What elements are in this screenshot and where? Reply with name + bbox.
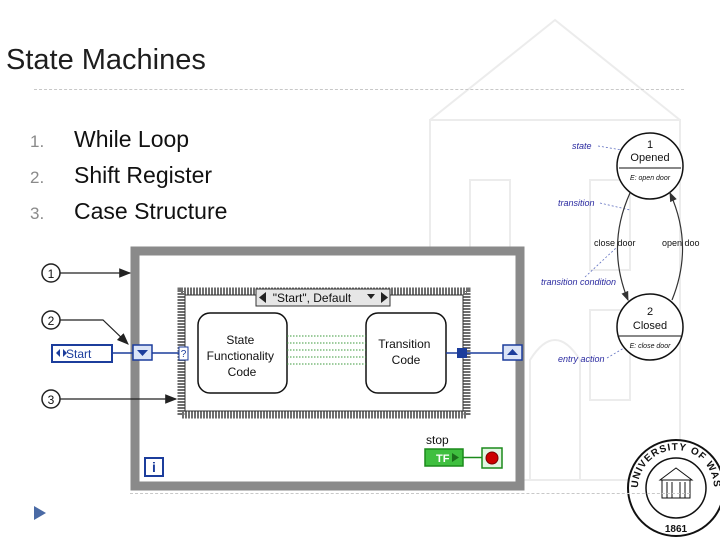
transition-condition-label: transition condition	[541, 277, 616, 287]
footer-divider	[130, 493, 690, 494]
callout-1-label: 1	[48, 267, 55, 281]
case-selector-terminal	[178, 346, 189, 361]
callout-2: 2	[41, 310, 129, 345]
next-slide-icon[interactable]	[34, 506, 46, 520]
list-item: 1.While Loop	[30, 126, 190, 152]
state-1-entry: E: open door	[630, 175, 671, 182]
svg-text:Transition Code: Transition Code	[378, 337, 434, 367]
callout-2-label: 2	[48, 314, 55, 328]
stop-label: stop	[426, 433, 449, 447]
case-next-icon[interactable]	[381, 292, 388, 303]
state-closed: 2 Closed E: close door	[616, 293, 684, 361]
title-divider	[34, 89, 684, 90]
state-box-line2: Functionality	[207, 349, 274, 363]
case-selector[interactable]	[255, 288, 391, 307]
start-enum-constant[interactable]	[51, 344, 113, 363]
callout-3: 3	[41, 389, 178, 409]
iteration-terminal-label: i	[152, 459, 156, 475]
case-prev-icon[interactable]	[259, 292, 266, 303]
state-functionality-box	[197, 312, 288, 394]
svg-text:State Functionality Co: State Functionality Code	[207, 333, 278, 379]
state-opened: 1 Opened E: open door	[616, 132, 684, 200]
state-1-number: 1	[647, 139, 653, 151]
callout-1: 1	[41, 263, 132, 283]
output-tunnel	[457, 348, 467, 358]
state-1-name: Opened	[630, 152, 669, 164]
state-box-line1: State	[226, 333, 254, 347]
list-item: 2.Shift Register	[30, 162, 213, 188]
topic-list: 1.While Loop 2.Shift Register 3.Case Str…	[30, 124, 227, 232]
labview-block-diagram: "Start", Default State Functionality Cod…	[41, 246, 525, 491]
case-selector-label: "Start", Default	[273, 291, 352, 305]
state-2-entry: E: close door	[630, 343, 672, 350]
transition-open-arrow	[669, 191, 684, 301]
stop-icon	[485, 451, 499, 465]
enum-constant-label: Start	[66, 347, 92, 361]
transition-box-line2: Code	[392, 353, 421, 367]
transition-label: transition	[558, 198, 595, 208]
seal-building-icon	[658, 467, 694, 499]
callout-3-label: 3	[48, 393, 55, 407]
transition-open-label: open doo	[662, 238, 700, 248]
selector-terminal-label: ?	[181, 349, 187, 360]
data-wires-dotted	[287, 335, 366, 365]
transition-close-label: close door	[594, 238, 636, 248]
entry-action-label: entry action	[558, 354, 605, 364]
state-diagram: state transition transition condition en…	[541, 132, 700, 364]
state-2-name: Closed	[633, 320, 667, 332]
case-dropdown-icon[interactable]	[367, 294, 375, 299]
enum-updown-icon	[56, 349, 67, 357]
seal-year: 1861	[665, 524, 688, 535]
iteration-terminal	[144, 457, 164, 477]
transition-close-arrow	[616, 192, 631, 302]
state-box-line3: Code	[228, 365, 257, 379]
university-seal: UNIVERSITY OF WASHINGTON 1861	[626, 438, 720, 537]
bool-constant-label: TF	[436, 453, 450, 465]
state-2-number: 2	[647, 306, 653, 318]
transition-box-line1: Transition	[378, 337, 430, 351]
list-item: 3.Case Structure	[30, 198, 228, 224]
slide-title: State Machines	[6, 44, 206, 76]
state-label: state	[572, 141, 592, 151]
